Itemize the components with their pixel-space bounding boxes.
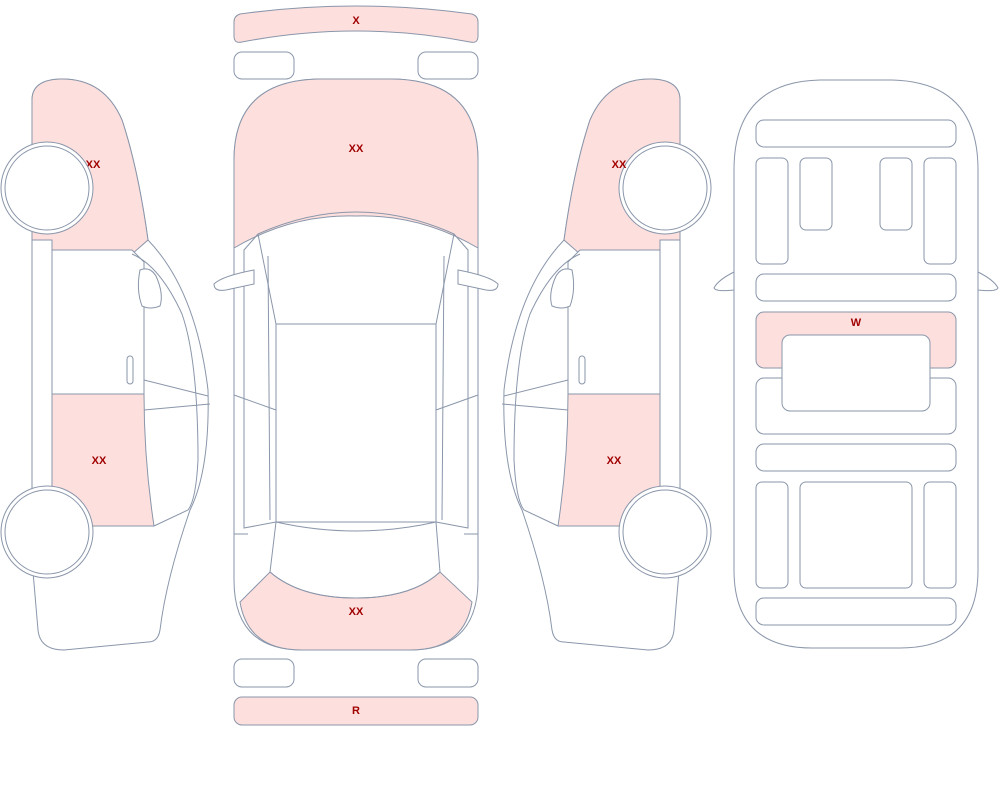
rear-left-taillight xyxy=(233,658,295,688)
interior-center-console xyxy=(781,334,931,412)
left-side-view: XX XX xyxy=(0,78,211,651)
left-rear-door-label: XX xyxy=(92,455,107,467)
left-rear-wheel-rim xyxy=(4,489,90,575)
front-left-headlight xyxy=(233,51,295,80)
interior-left-rear-seat xyxy=(755,481,789,589)
windshield xyxy=(257,211,455,325)
interior-left-seat-front xyxy=(755,157,789,265)
rear-bumper-label: R xyxy=(352,705,360,717)
left-mirror-side xyxy=(137,268,162,309)
right-side-view xyxy=(501,78,712,651)
right-window-frame xyxy=(501,253,581,527)
interior-left-seat-inner xyxy=(799,157,833,231)
interior-right-rear-seat xyxy=(923,481,957,589)
interior-right-mirror xyxy=(977,271,999,292)
hood-panel[interactable] xyxy=(233,78,479,249)
interior-trunk-bar xyxy=(755,597,957,626)
interior-right-seat-front xyxy=(923,157,957,265)
interior-left-mirror xyxy=(713,271,735,292)
right-front-fender-label: XX xyxy=(612,159,627,171)
rear-bumper-panel[interactable] xyxy=(233,696,479,726)
front-right-headlight xyxy=(417,51,479,80)
front-bumper-panel[interactable] xyxy=(233,5,479,43)
interior-right-seat-inner xyxy=(879,157,913,231)
left-pillar-lines xyxy=(233,233,277,529)
top-view: X XX XX R xyxy=(213,5,499,726)
left-door-handle[interactable] xyxy=(126,355,134,385)
rear-right-taillight xyxy=(417,658,479,688)
left-front-fender-label: XX xyxy=(86,159,101,171)
interior-rear-bar xyxy=(755,443,957,472)
roof-panel xyxy=(275,323,437,523)
front-bumper-label: X xyxy=(352,15,360,27)
right-rear-door-label: XX xyxy=(607,455,622,467)
interior-dash-bar xyxy=(755,273,957,302)
right-mirror xyxy=(457,269,499,291)
right-front-wheel-rim xyxy=(622,145,708,231)
interior-view: W xyxy=(713,79,999,649)
right-mirror-side xyxy=(550,268,575,309)
interior-rear-bench xyxy=(799,481,913,589)
left-front-wheel-rim xyxy=(4,145,90,231)
right-pillar-lines xyxy=(435,233,479,529)
rear-window xyxy=(269,521,441,599)
hood-label: XX xyxy=(349,143,364,155)
interior-front-bar xyxy=(755,119,957,148)
left-mirror xyxy=(213,269,255,291)
windshield-area-label: W xyxy=(851,317,862,329)
right-rear-wheel-rim xyxy=(622,489,708,575)
right-door-handle[interactable] xyxy=(578,355,586,385)
left-window-frame xyxy=(131,253,211,527)
tailgate-label: XX xyxy=(349,606,364,618)
